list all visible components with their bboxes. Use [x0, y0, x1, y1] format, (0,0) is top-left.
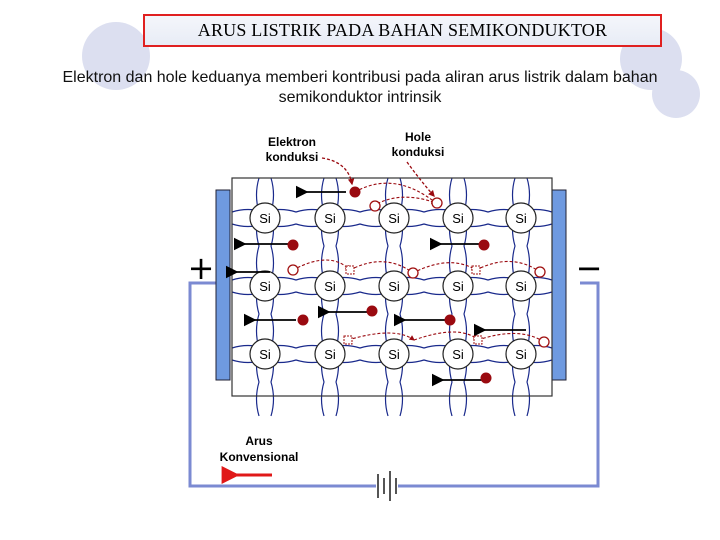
hole-site	[473, 335, 483, 345]
si-atom	[249, 270, 281, 302]
hole-markers	[287, 197, 550, 348]
minus-sign: −	[576, 249, 603, 287]
hop-path	[347, 332, 415, 341]
hole	[369, 200, 381, 212]
electron	[480, 372, 492, 384]
positive-plate	[215, 189, 231, 381]
si-atom	[378, 202, 410, 234]
hole	[287, 264, 299, 276]
si-atom-label: Si	[388, 279, 400, 294]
hole-site	[345, 265, 355, 275]
si-atom-label: Si	[324, 347, 336, 362]
hop-path	[412, 262, 477, 274]
hole	[407, 267, 419, 279]
si-atom-label: Si	[324, 211, 336, 226]
hole-site	[471, 265, 481, 275]
si-atom	[249, 338, 281, 370]
si-atom	[442, 270, 474, 302]
si-atom-label: Si	[515, 211, 527, 226]
decorative-circle	[652, 70, 700, 118]
electron	[297, 314, 309, 326]
crystal-border	[231, 177, 553, 397]
plus-sign: +	[188, 249, 215, 287]
hole	[538, 336, 550, 348]
hop-path	[475, 260, 541, 273]
electron	[287, 239, 299, 251]
si-atom	[505, 202, 537, 234]
hole-label-line2: konduksi	[392, 145, 445, 159]
electron-label-line1: Elektron	[268, 135, 316, 149]
battery-icon	[377, 471, 397, 501]
si-atom	[249, 202, 281, 234]
si-atom	[314, 338, 346, 370]
si-atom-label: Si	[515, 347, 527, 362]
si-atom	[314, 202, 346, 234]
si-atom-label: Si	[388, 347, 400, 362]
si-atom-label: Si	[259, 279, 271, 294]
circuit-wire	[188, 281, 600, 488]
hop-path	[349, 261, 414, 274]
si-atom	[505, 270, 537, 302]
wire-right	[398, 281, 600, 488]
current-label-line1: Arus	[245, 434, 273, 448]
si-atom-label: Si	[324, 279, 336, 294]
electron	[366, 305, 378, 317]
electron	[478, 239, 490, 251]
si-atom	[378, 270, 410, 302]
si-atom-label: Si	[452, 279, 464, 294]
electron-pointer-arrow	[321, 157, 355, 186]
electron	[444, 314, 456, 326]
si-atom	[314, 270, 346, 302]
current-label-line2: Konvensional	[220, 450, 299, 464]
hole-site	[343, 335, 353, 345]
title-banner: ARUS LISTRIK PADA BAHAN SEMIKONDUKTOR	[143, 14, 662, 47]
si-atom	[442, 338, 474, 370]
electron-label-line2: konduksi	[266, 150, 319, 164]
hole	[431, 197, 443, 209]
si-atom-label: Si	[452, 211, 464, 226]
si-atom-label: Si	[388, 211, 400, 226]
si-atom-label: Si	[259, 211, 271, 226]
si-atom	[378, 338, 410, 370]
si-atom-label: Si	[515, 279, 527, 294]
wire-left	[188, 281, 376, 488]
decorative-circle	[82, 22, 150, 90]
hole-pointer-arrow	[406, 161, 435, 197]
page-title: ARUS LISTRIK PADA BAHAN SEMIKONDUKTOR	[197, 20, 608, 40]
hop-path	[354, 182, 437, 204]
hole-label-line1: Hole	[405, 130, 431, 144]
si-atom	[442, 202, 474, 234]
negative-plate	[551, 189, 567, 381]
hole	[534, 266, 546, 278]
si-atom-label: Si	[259, 347, 271, 362]
electron-markers	[287, 186, 492, 384]
subtitle-text: Elektron dan hole keduanya memberi kontr…	[62, 69, 658, 106]
si-atom-label: Si	[452, 347, 464, 362]
si-atom	[505, 338, 537, 370]
electron	[349, 186, 361, 198]
